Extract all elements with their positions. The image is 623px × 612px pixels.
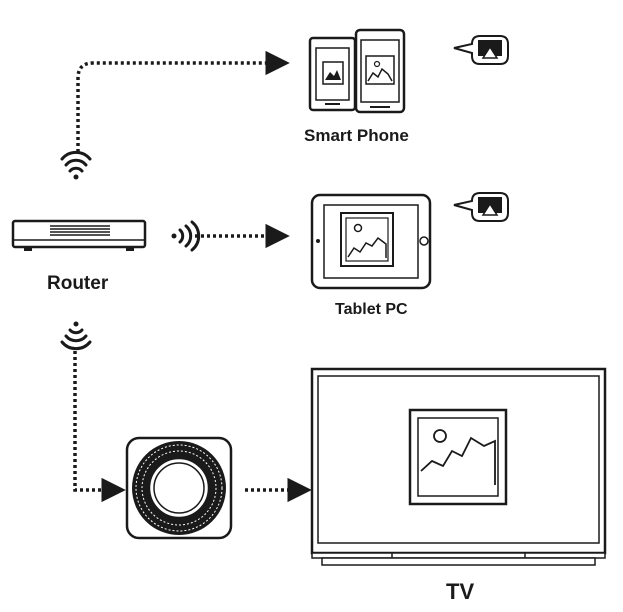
tablet-label: Tablet PC — [335, 301, 408, 318]
picture-icon — [408, 408, 508, 506]
wifi-signal-icon — [171, 220, 201, 252]
airplay-icon — [453, 192, 509, 222]
airplay-icon — [453, 35, 509, 65]
edge-router-to-phone — [76, 50, 290, 152]
router-label: Router — [47, 273, 109, 294]
media-dongle-device — [125, 436, 233, 540]
edge-router-to-dongle — [73, 351, 126, 503]
tv-label: TV — [446, 579, 475, 604]
tv-device — [310, 367, 607, 566]
router-device — [11, 219, 147, 251]
tablet-device — [310, 193, 432, 290]
wifi-signal-icon — [60, 150, 92, 180]
smart-phone-label: Smart Phone — [304, 126, 409, 145]
connectors — [73, 50, 312, 503]
smart-phone-device — [308, 28, 406, 114]
wifi-signal-icon — [60, 321, 92, 351]
